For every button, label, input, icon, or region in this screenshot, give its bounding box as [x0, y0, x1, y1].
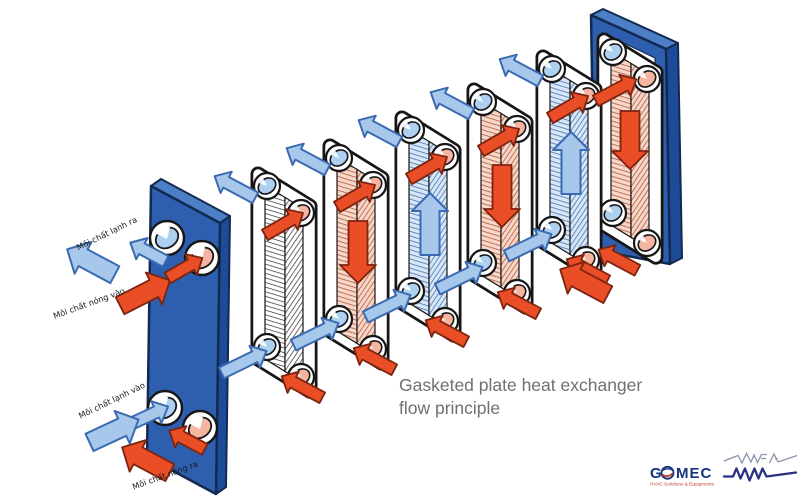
diagram-title-line-1: Gasketed plate heat exchanger [399, 375, 642, 395]
alfa-laval-laval-script [722, 467, 798, 482]
hot-flow-arrow [168, 425, 209, 456]
hot-flow-arrow [424, 314, 471, 348]
hot-flow-arrow [496, 286, 543, 320]
hot-flow-arrow [405, 152, 448, 186]
cold-flow-arrow [213, 170, 260, 205]
cold-flow-arrow [217, 344, 268, 380]
gomec-wordmark-mec: MEC [676, 465, 712, 482]
label-cold-out: Môi chất lạnh ra [75, 214, 139, 253]
cold-port [468, 87, 498, 117]
gomec-tagline: HVAC Solutions & Equipments [650, 482, 715, 487]
heat-exchanger-illustration [66, 8, 683, 496]
hot-flow-arrow [121, 438, 176, 482]
cold-flow-arrow [429, 86, 476, 121]
gomec-globe-icon [660, 465, 675, 480]
cold-flow-arrow [502, 227, 553, 263]
hot-flow-arrow [261, 208, 304, 242]
hot-flow-arrow [163, 253, 204, 285]
gomec-wordmark-g: G [650, 465, 663, 482]
hot-flow-arrow [597, 244, 642, 277]
cold-port [396, 115, 426, 145]
cold-flow-arrow [357, 114, 404, 149]
hot-flow-arrow [114, 271, 171, 316]
cold-port [537, 54, 567, 84]
hot-flow-arrow [333, 180, 376, 214]
hot-port [632, 228, 662, 258]
cold-flow-arrow [66, 240, 121, 285]
cold-flow-arrow [433, 260, 484, 296]
cold-flow-arrow [129, 237, 170, 268]
cold-flow-arrow [84, 409, 140, 453]
cold-flow-arrow [411, 192, 449, 256]
cold-flow-arrow [498, 53, 545, 88]
hot-flow-arrow [339, 220, 377, 284]
cold-flow-arrow [285, 142, 332, 177]
hot-flow-arrow [280, 370, 327, 404]
cold-flow-arrow [552, 131, 590, 195]
hot-flow-arrow [591, 73, 638, 107]
cold-flow-arrow [289, 316, 340, 352]
cold-flow-arrow [361, 288, 412, 324]
cold-port [598, 37, 628, 67]
diagram-title-line-2: flow principle [399, 398, 500, 418]
hot-flow-arrow [611, 110, 649, 170]
alfa-laval-logo [722, 452, 798, 482]
label-hot-in: Môi chất nóng vào [52, 286, 126, 321]
hot-flow-arrow [477, 124, 520, 158]
logos: G MEC HVAC Solutions & Equipments [650, 452, 798, 487]
hot-flow-arrow [559, 260, 614, 304]
hot-flow-arrow [546, 91, 589, 125]
cold-flow-arrow [128, 400, 170, 430]
alfa-laval-alfa-script [723, 452, 798, 465]
cold-connection-port [148, 219, 186, 257]
gomec-logo: G MEC HVAC Solutions & Equipments [650, 465, 715, 487]
hot-flow-arrow [483, 164, 521, 228]
hot-port [632, 64, 662, 94]
cold-port [252, 171, 282, 201]
cold-port [324, 143, 354, 173]
hot-flow-arrow [352, 342, 399, 376]
cold-port [598, 198, 628, 228]
